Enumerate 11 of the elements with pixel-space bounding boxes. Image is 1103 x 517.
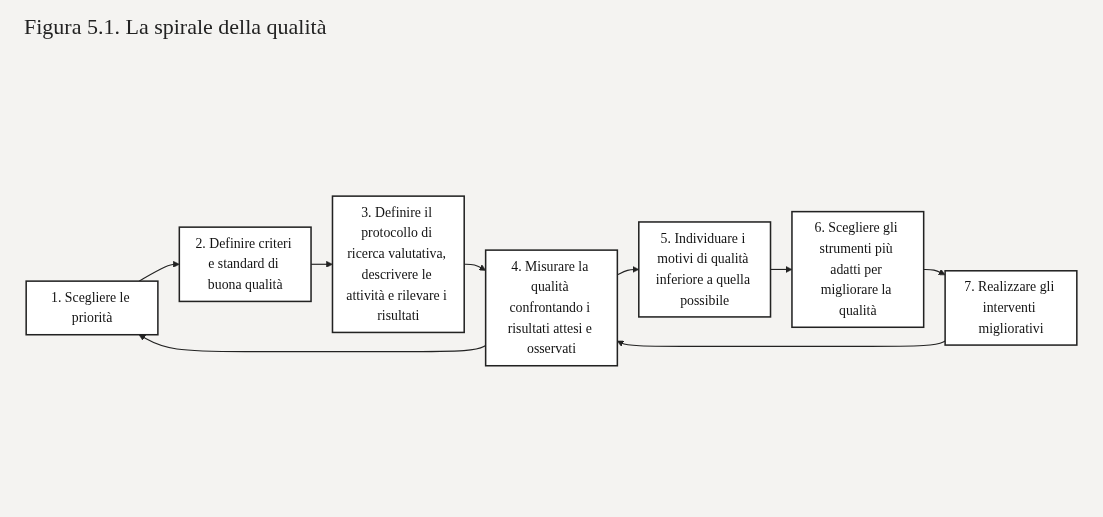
node-box: 2. Definire criteri e standard di buona qualità (178, 226, 312, 303)
arrow (617, 340, 946, 348)
arrow (923, 268, 946, 276)
node-box: 7. Realizzare gli interventi migliorativi (944, 270, 1078, 346)
node-box: 3. Definire il protocollo di ricerca valutativa, descrivere le attività e rilevare i risultati (331, 195, 465, 334)
node-box: 5. Individuare i motivi di qualità inferiore a quella possibile (638, 221, 772, 318)
node-box: 6. Scegliere gli strumenti più adatti per migliorare la qualità (791, 210, 925, 329)
figure-title: Figura 5.1. La spirale della qualità (24, 14, 327, 40)
arrow (138, 260, 180, 282)
node-box: 1. Scegliere le priorità (25, 280, 159, 336)
node-box: 4. Misurare la qualità confrontando i risultati attesi e osservati (484, 249, 619, 367)
